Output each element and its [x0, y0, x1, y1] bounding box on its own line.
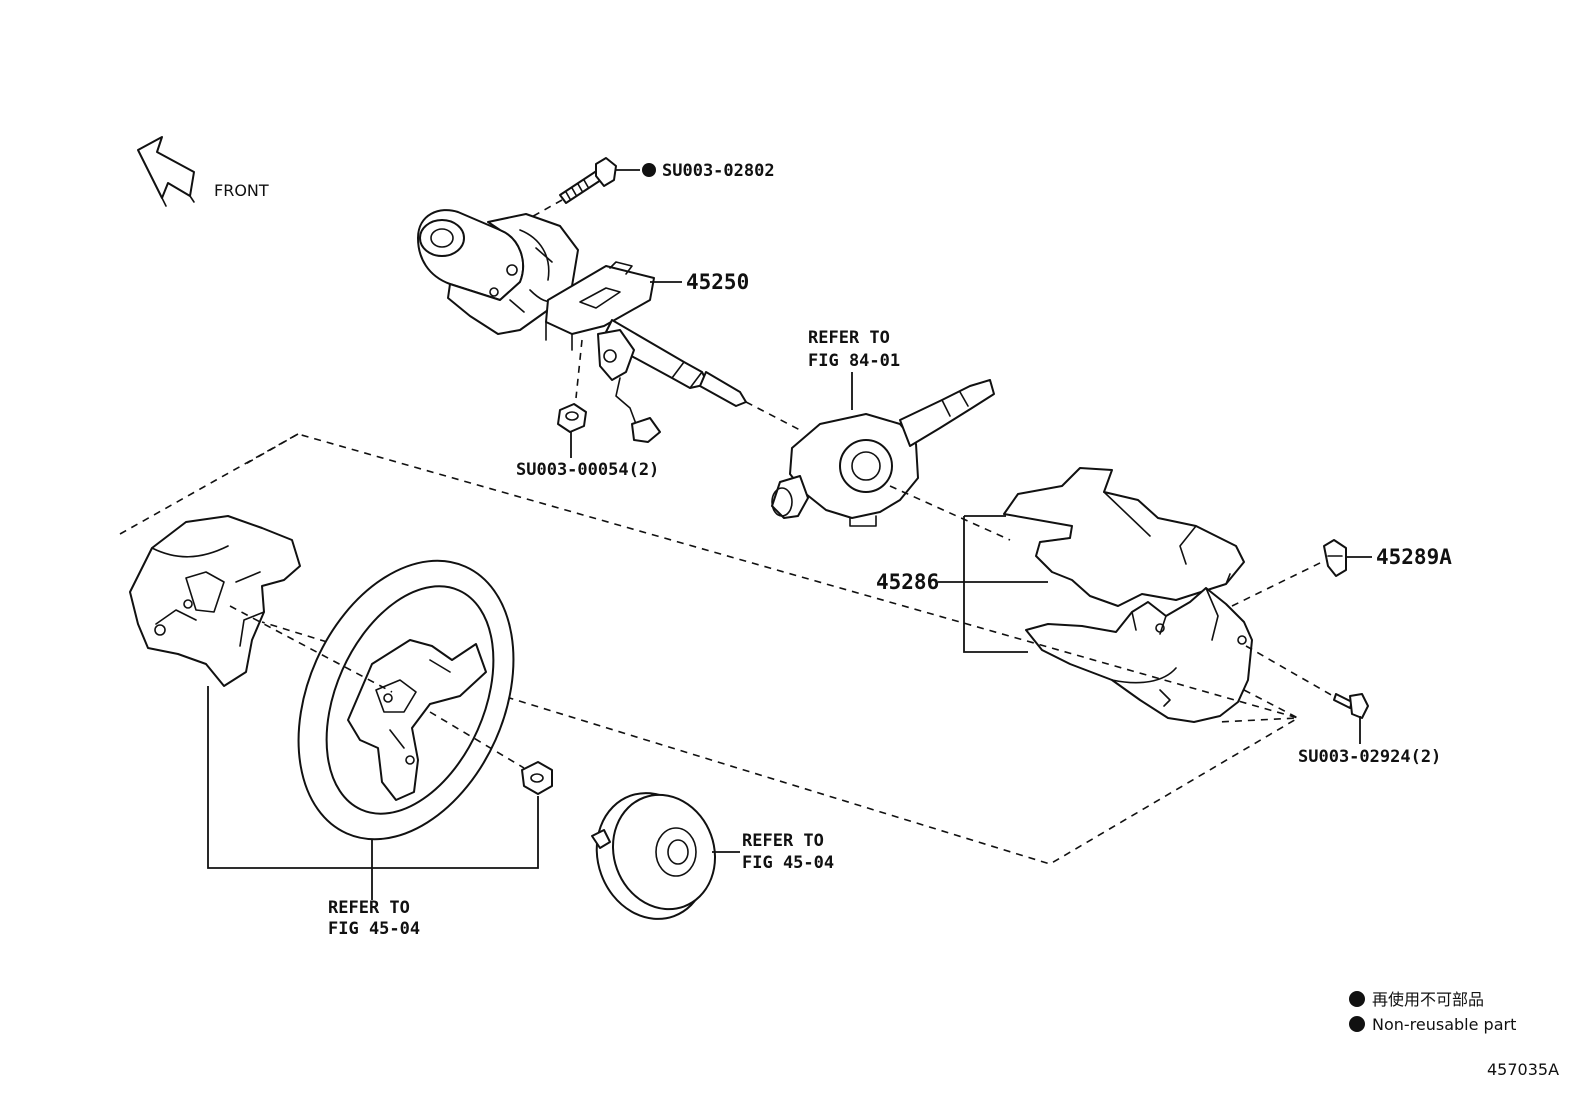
column-cover-part-number: 45286: [876, 570, 939, 594]
clip-icon: [1323, 539, 1347, 577]
screw-icon: [1333, 693, 1369, 719]
wheel-nut-icon: [521, 761, 553, 795]
steering-column: [417, 209, 747, 443]
figure-id: 457035A: [1487, 1060, 1559, 1079]
non-reusable-marker-icon: [642, 163, 656, 177]
steering-column-part-number: 45250: [686, 270, 749, 294]
steering-wheel: [297, 559, 515, 841]
wheel-lower-cover: [129, 515, 301, 687]
front-arrow-icon: [137, 136, 195, 207]
legend: 再使用不可部品 Non-reusable part: [1349, 990, 1516, 1034]
airbag-ref-line1: REFER TO: [742, 831, 824, 851]
airbag-module: [591, 792, 717, 920]
legend-marker-icon: [1349, 991, 1365, 1007]
legend-marker-icon: [1349, 1016, 1365, 1032]
bolt-icon: [559, 157, 617, 204]
legend-text-en: Non-reusable part: [1372, 1015, 1516, 1034]
bolt-part-number: SU003-02802: [662, 161, 775, 181]
nut-part-number: SU003-00054(2): [516, 460, 659, 480]
wheel-ref-line2: FIG 45-04: [328, 919, 420, 939]
screw-part-number: SU003-02924(2): [1298, 747, 1441, 767]
clip-part-number: 45289A: [1376, 545, 1452, 569]
front-label: FRONT: [214, 181, 269, 200]
switch-ref-line1: REFER TO: [808, 328, 890, 348]
column-cover: [1003, 467, 1253, 723]
switch-ref-line2: FIG 84-01: [808, 351, 900, 371]
wheel-ref-line1: REFER TO: [328, 898, 410, 918]
airbag-ref-line2: FIG 45-04: [742, 853, 834, 873]
combination-switch: [771, 379, 995, 527]
nut-icon: [557, 403, 587, 433]
legend-text-jp: 再使用不可部品: [1372, 990, 1484, 1009]
